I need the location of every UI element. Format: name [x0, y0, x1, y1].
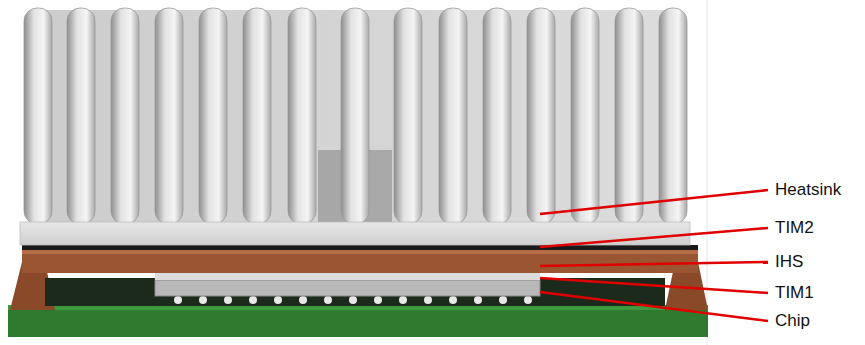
pcb-board	[8, 305, 708, 337]
solder-balls	[174, 296, 532, 304]
leader-lines	[540, 190, 768, 321]
ihs-plate	[22, 250, 698, 273]
part-label: Heatsink	[775, 180, 841, 200]
tim2-layer	[22, 245, 698, 250]
part-label: TIM2	[775, 218, 814, 238]
divider-line	[707, 0, 708, 345]
heatsink-fins	[24, 8, 687, 224]
ihs-highlight	[22, 250, 698, 254]
part-label: TIM1	[775, 283, 814, 303]
ihs-cavity	[45, 278, 665, 306]
part-label: Chip	[775, 311, 810, 331]
chip-die	[155, 280, 540, 296]
heatsink-base	[20, 222, 690, 245]
heatsink-base	[20, 222, 690, 245]
part-label: IHS	[775, 252, 803, 272]
tim1-layer	[155, 273, 540, 280]
